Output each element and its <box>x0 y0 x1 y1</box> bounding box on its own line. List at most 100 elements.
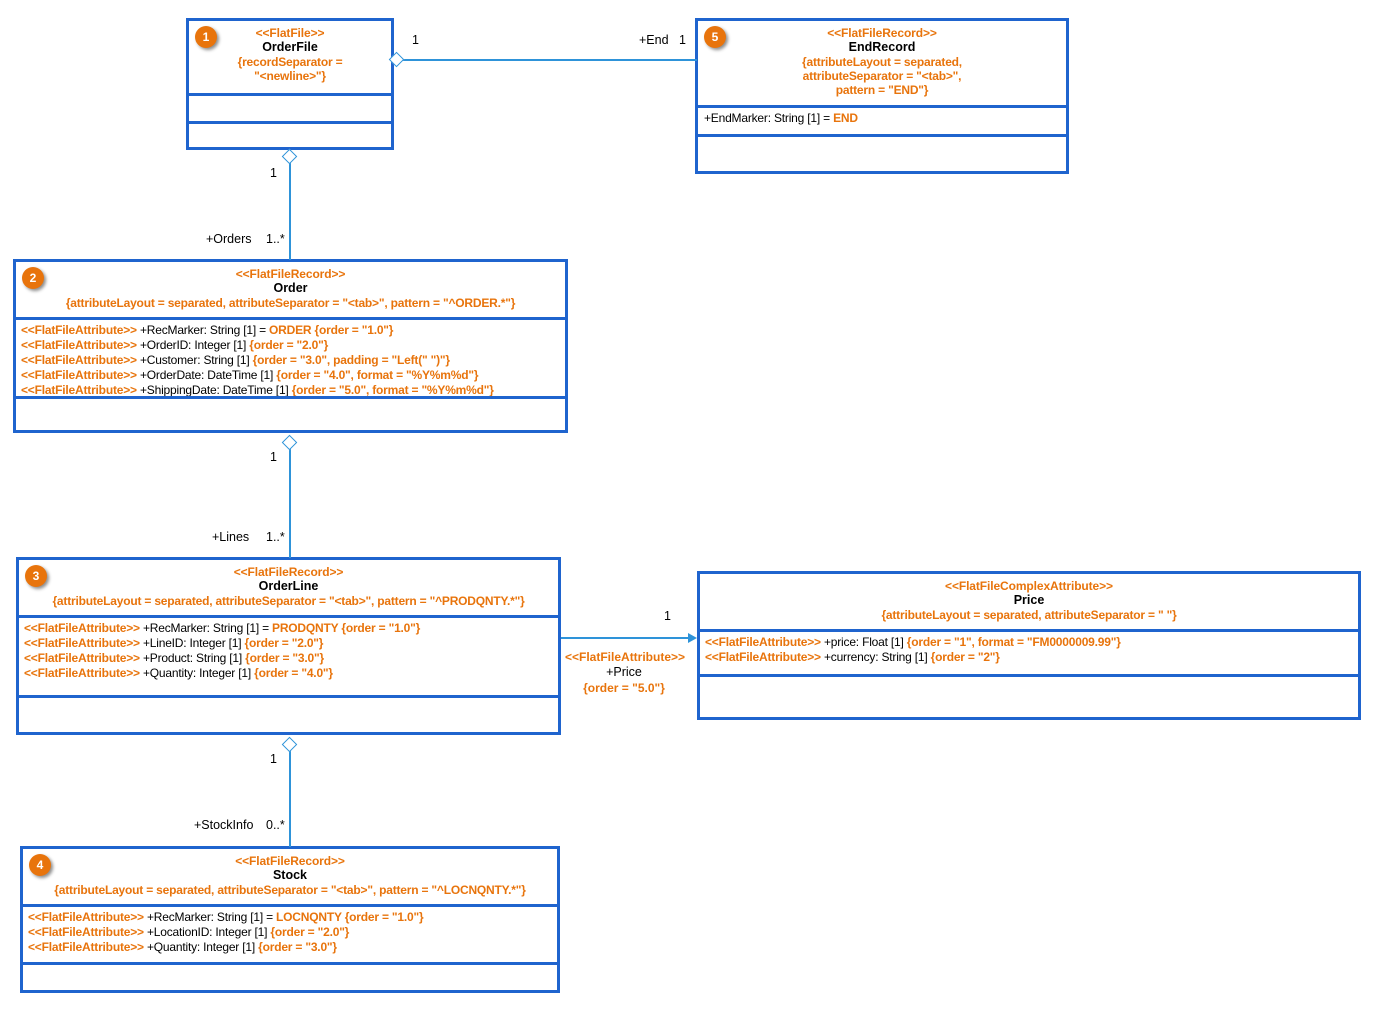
attribute-row: <<FlatFileAttribute>> +OrderDate: DateTi… <box>21 368 561 383</box>
multiplicity-orderline-stock-target: 0..* <box>266 818 285 832</box>
attribute-stereotype: <<FlatFileAttribute>> <box>21 338 137 353</box>
attribute-stereotype: <<FlatFileAttribute>> <box>24 651 140 666</box>
attribute-options: {order = "5.0", format = "%Y%m%d"} <box>291 383 494 398</box>
class-endrecord-name: EndRecord <box>848 40 916 55</box>
class-orderline[interactable]: 3 <<FlatFileRecord>> OrderLine {attribut… <box>16 557 561 735</box>
class-orderfile[interactable]: 1 <<FlatFile>> OrderFile {recordSeparato… <box>186 18 394 150</box>
arrowhead-price <box>688 633 697 643</box>
class-order-attributes: <<FlatFileAttribute>> +RecMarker: String… <box>16 317 565 398</box>
multiplicity-orderfile-end-source: 1 <box>412 33 419 47</box>
attribute-value: LOCNQNTY <box>276 910 345 924</box>
class-endrecord-stereotype: <<FlatFileRecord>> <box>827 26 937 40</box>
badge-4: 4 <box>29 854 51 876</box>
attribute-stereotype: <<FlatFileAttribute>> <box>24 636 140 651</box>
class-orderline-operations <box>19 695 558 732</box>
class-endrecord-attributes: +EndMarker: String [1] = END <box>698 105 1066 134</box>
attribute-row: <<FlatFileAttribute>> +currency: String … <box>705 650 1354 665</box>
multiplicity-orderfile-orders-target: 1..* <box>266 232 285 246</box>
class-orderfile-prop-line2: "<newline>"} <box>254 69 326 84</box>
attribute-signature: +LineID: Integer [1] <box>139 636 245 651</box>
attribute-signature: +Customer: String [1] <box>136 353 253 368</box>
class-orderfile-header: <<FlatFile>> OrderFile {recordSeparator … <box>189 21 391 93</box>
class-order-stereotype: <<FlatFileRecord>> <box>235 267 346 281</box>
class-price-attributes: <<FlatFileAttribute>> +price: Float [1] … <box>700 629 1358 674</box>
role-price-options: {order = "5.0"} <box>583 680 665 695</box>
multiplicity-order-lines-target: 1..* <box>266 530 285 544</box>
badge-2: 2 <box>22 267 44 289</box>
class-orderfile-name: OrderFile <box>262 40 318 55</box>
attribute-signature: +RecMarker: String [1] = <box>143 910 277 924</box>
class-price-stereotype: <<FlatFileComplexAttribute>> <box>945 579 1113 593</box>
attribute-signature: +OrderDate: DateTime [1] <box>136 368 277 383</box>
attribute-stereotype: <<FlatFileAttribute>> <box>705 650 821 665</box>
class-orderline-attributes: <<FlatFileAttribute>> +RecMarker: String… <box>19 615 558 695</box>
class-stock[interactable]: 4 <<FlatFileRecord>> Stock {attributeLay… <box>20 846 560 993</box>
association-line-orderline-stock[interactable] <box>289 750 291 847</box>
class-price[interactable]: <<FlatFileComplexAttribute>> Price {attr… <box>697 571 1361 720</box>
class-stock-operations <box>23 962 557 990</box>
class-orderline-prop-line1: {attributeLayout = separated, attributeS… <box>52 593 525 608</box>
role-price-name: +Price <box>606 665 642 679</box>
attribute-stereotype: <<FlatFileAttribute>> <box>24 666 140 681</box>
attribute-signature: +currency: String [1] <box>820 650 931 665</box>
class-order-name: Order <box>273 281 308 296</box>
attribute-stereotype: <<FlatFileAttribute>> <box>705 635 821 649</box>
class-endrecord-prop-line1: {attributeLayout = separated, <box>802 54 962 69</box>
multiplicity-orderline-price-target: 1 <box>664 609 671 623</box>
role-endrecord: +End <box>639 33 669 47</box>
attribute-options: {order = "4.0"} <box>254 666 333 681</box>
attribute-row: <<FlatFileAttribute>> +Customer: String … <box>21 353 561 368</box>
class-orderline-name: OrderLine <box>258 579 319 594</box>
attribute-options: {order = "2.0"} <box>249 338 329 353</box>
attribute-stereotype: <<FlatFileAttribute>> <box>21 368 137 383</box>
association-line-orderfile-order[interactable] <box>289 161 291 260</box>
attribute-stereotype: <<FlatFileAttribute>> <box>28 940 144 955</box>
multiplicity-order-lines-source: 1 <box>270 450 277 464</box>
class-orderfile-attributes <box>189 93 391 121</box>
attribute-options: {order = "2.0"} <box>270 925 350 940</box>
badge-1: 1 <box>195 26 217 48</box>
class-endrecord-prop-line3: pattern = "END"} <box>835 83 929 98</box>
attribute-options: {order = "3.0"} <box>258 940 337 955</box>
class-orderfile-stereotype: <<FlatFile>> <box>255 26 325 40</box>
class-order[interactable]: 2 <<FlatFileRecord>> Order {attributeLay… <box>13 259 568 433</box>
class-order-operations <box>16 396 565 430</box>
attribute-options: {order = "1.0"} <box>314 323 394 337</box>
association-line-order-orderline[interactable] <box>289 448 291 558</box>
class-price-header: <<FlatFileComplexAttribute>> Price {attr… <box>700 574 1358 629</box>
attribute-stereotype: <<FlatFileAttribute>> <box>21 383 137 398</box>
class-price-operations <box>700 674 1358 717</box>
attribute-signature: +price: Float [1] <box>820 635 907 649</box>
class-orderfile-operations <box>189 121 391 147</box>
attribute-signature: +ShippingDate: DateTime [1] <box>136 383 292 398</box>
multiplicity-orderfile-end-target: 1 <box>679 33 686 47</box>
class-stock-name: Stock <box>272 868 308 883</box>
attribute-row: <<FlatFileAttribute>> +Quantity: Integer… <box>24 666 554 681</box>
aggregation-diamond-orderfile-orders <box>281 148 298 165</box>
class-order-prop-line1: {attributeLayout = separated, attributeS… <box>65 295 516 310</box>
attribute-row: <<FlatFileAttribute>> +LocationID: Integ… <box>28 925 553 940</box>
attribute-signature: +Quantity: Integer [1] <box>143 940 259 955</box>
class-orderline-stereotype: <<FlatFileRecord>> <box>233 565 344 579</box>
badge-5: 5 <box>704 26 726 48</box>
attribute-stereotype: <<FlatFileAttribute>> <box>21 323 137 337</box>
class-endrecord[interactable]: 5 <<FlatFileRecord>> EndRecord {attribut… <box>695 18 1069 174</box>
class-stock-header: <<FlatFileRecord>> Stock {attributeLayou… <box>23 849 557 904</box>
attribute-stereotype: <<FlatFileAttribute>> <box>21 353 137 368</box>
role-price-block: <<FlatFileAttribute>> +Price {order = "5… <box>565 650 685 696</box>
attribute-signature: +Product: String [1] <box>139 651 246 666</box>
role-lines: +Lines <box>212 530 250 544</box>
attribute-row: +EndMarker: String [1] = END <box>704 111 1062 126</box>
association-line-orderline-price[interactable] <box>561 637 689 639</box>
attribute-options: {order = "2.0"} <box>244 636 324 651</box>
attribute-row: <<FlatFileAttribute>> +OrderID: Integer … <box>21 338 561 353</box>
class-stock-prop-line1: {attributeLayout = separated, attributeS… <box>54 882 526 897</box>
role-orders: +Orders <box>206 232 252 246</box>
association-line-orderfile-endrecord[interactable] <box>401 59 697 61</box>
class-orderline-header: <<FlatFileRecord>> OrderLine {attributeL… <box>19 560 558 615</box>
class-stock-attributes: <<FlatFileAttribute>> +RecMarker: String… <box>23 904 557 962</box>
attribute-value: ORDER <box>269 323 315 337</box>
aggregation-diamond-orderline-stockinfo <box>281 736 298 753</box>
multiplicity-orderline-stock-source: 1 <box>270 752 277 766</box>
